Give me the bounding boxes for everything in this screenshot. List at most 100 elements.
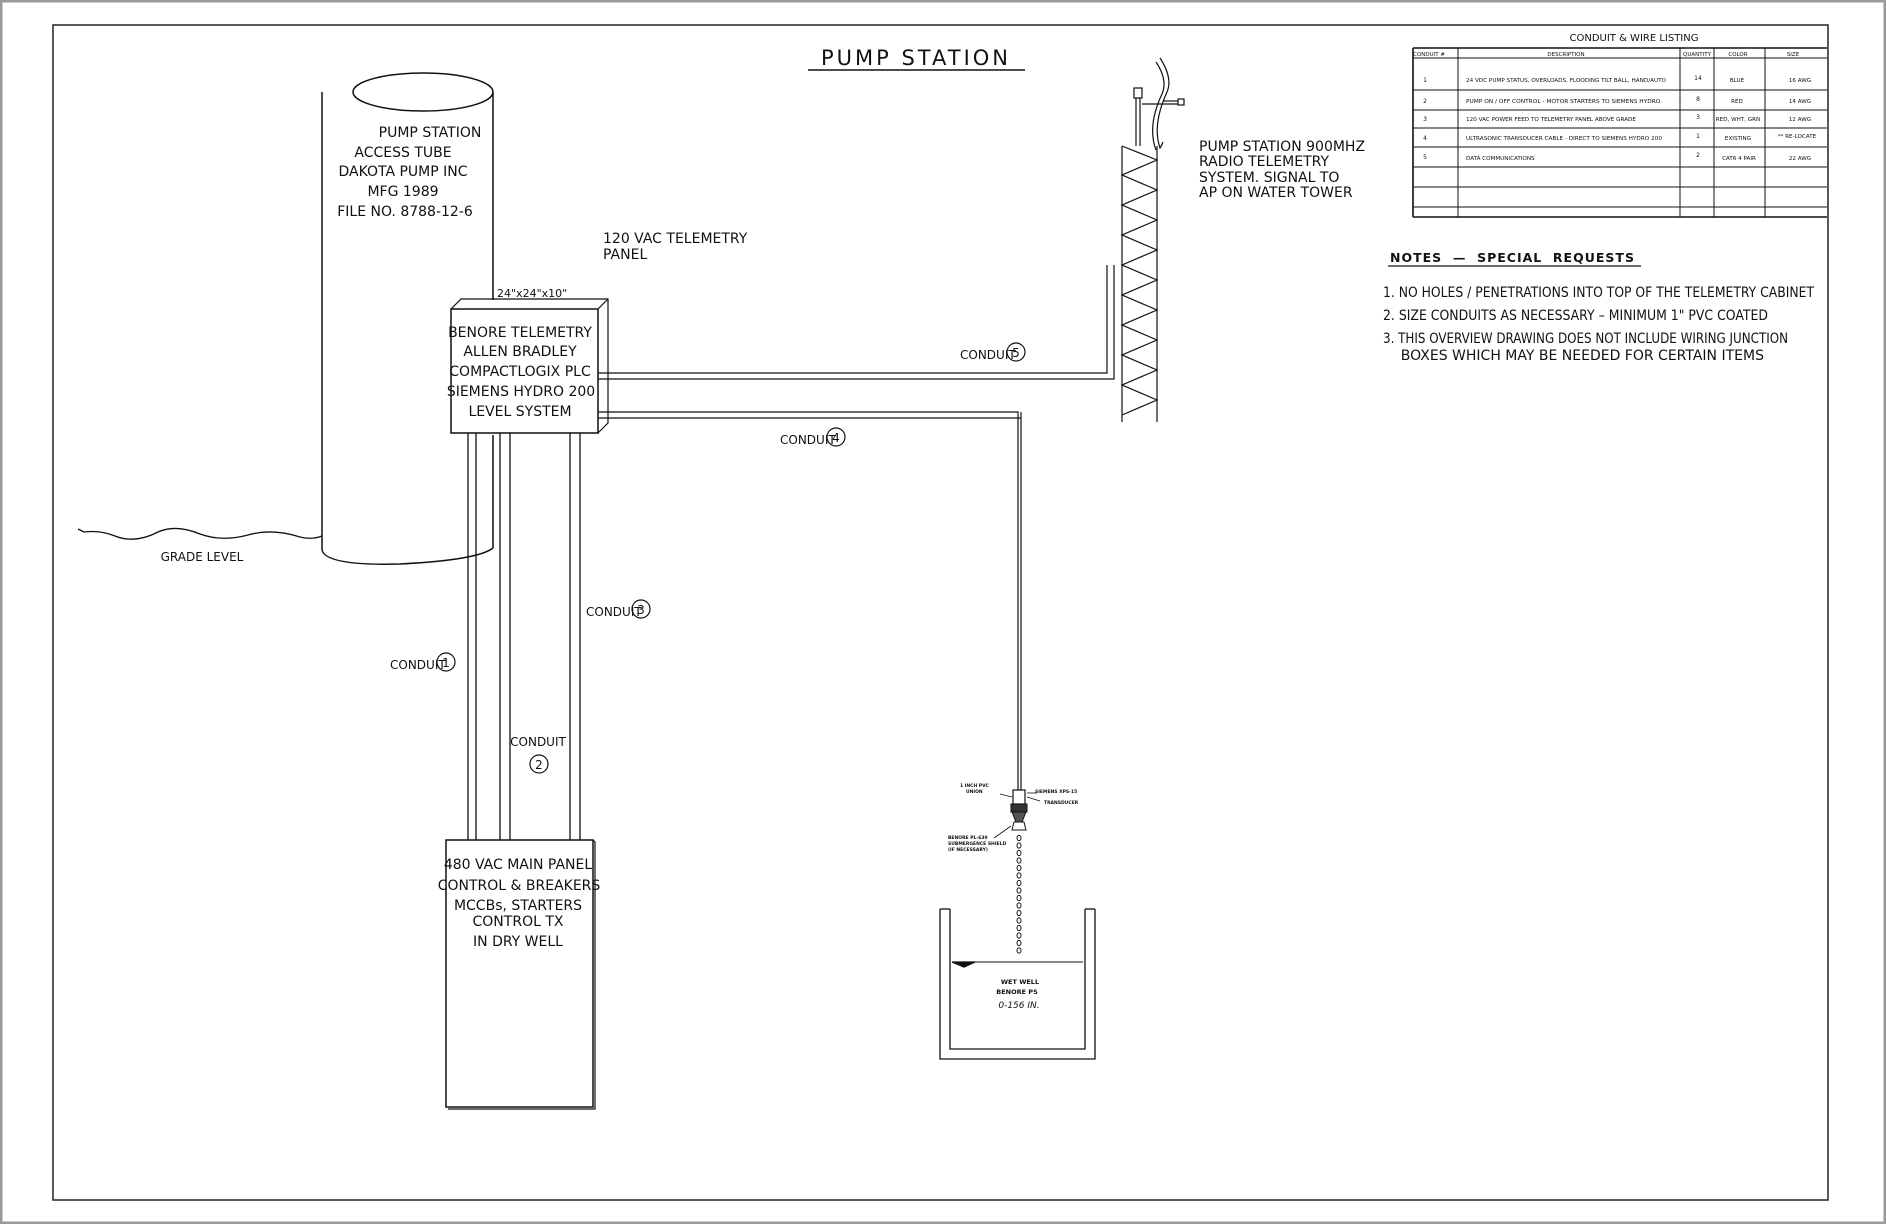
conduit-5-run [598, 265, 1115, 380]
svg-text:120 VAC POWER FEED TO TELEMETR: 120 VAC POWER FEED TO TELEMETRY PANEL AB… [1466, 117, 1636, 123]
svg-text:PUMP ON / OFF CONTROL - MOTOR: PUMP ON / OFF CONTROL - MOTOR STARTERS T… [1466, 99, 1662, 105]
svg-text:12 AWG: 12 AWG [1789, 117, 1811, 123]
svg-text:** RE-LOCATE: ** RE-LOCATE [1778, 134, 1817, 140]
svg-text:CONDUIT: CONDUIT [390, 658, 446, 672]
svg-text:22 AWG: 22 AWG [1789, 156, 1811, 162]
drawing-title: PUMP STATION [821, 46, 1011, 70]
svg-text:3: 3 [637, 603, 645, 617]
access-tube-line-1: PUMP STATION [379, 125, 482, 141]
table-header-size: SIZE [1787, 52, 1800, 58]
svg-text:BENORE PS: BENORE PS [996, 988, 1038, 996]
svg-text:5: 5 [1423, 154, 1427, 161]
main-panel-line-4: CONTROL TX [473, 914, 564, 930]
echo-dot [1016, 849, 1022, 857]
echo-dot [1016, 894, 1022, 902]
svg-text:14: 14 [1694, 75, 1702, 82]
telemetry-panel-line-4: SIEMENS HYDRO 200 [447, 384, 595, 400]
svg-text:3: 3 [1696, 114, 1700, 121]
svg-text:RED, WHT, GRN: RED, WHT, GRN [1716, 117, 1760, 123]
table-header-conduit: CONDUIT # [1413, 52, 1445, 58]
telemetry-panel-line-3: COMPACTLOGIX PLC [449, 364, 591, 380]
svg-text:4: 4 [1423, 135, 1427, 142]
echo-dot [1016, 947, 1022, 954]
access-tube-line-2: ACCESS TUBE [354, 145, 451, 161]
telemetry-panel-line-1: BENORE TELEMETRY [448, 325, 592, 341]
svg-text:1: 1 [1696, 133, 1700, 140]
table-row: 5 DATA COMMUNICATIONS 2 CAT6 4 PAIR 22 A… [1423, 152, 1811, 162]
conduit-wire-table: CONDUIT & WIRE LISTING CONDUIT # DESCRIP… [1412, 33, 1827, 218]
radio-telemetry-note: PUMP STATION 900MHZ RADIO TELEMETRY SYST… [1199, 139, 1365, 201]
svg-text:DATA COMMUNICATIONS: DATA COMMUNICATIONS [1466, 156, 1535, 162]
svg-text:CONDUIT: CONDUIT [960, 348, 1016, 362]
svg-text:WET WELL: WET WELL [1001, 978, 1039, 986]
svg-text:RED: RED [1731, 99, 1743, 105]
svg-text:2: 2 [1696, 152, 1700, 159]
echo-dot [1016, 909, 1022, 917]
notes-heading: NOTES — SPECIAL REQUESTS [1390, 250, 1635, 265]
shield-label-3: (IF NECESSARY) [948, 847, 988, 853]
access-tube-line-5: FILE NO. 8788-12-6 [337, 204, 473, 220]
svg-text:1: 1 [1423, 77, 1427, 84]
table-row: 4 ULTRASONIC TRANSDUCER CABLE - DIRECT T… [1423, 133, 1817, 142]
conduit-4-label: CONDUIT 4 [780, 427, 846, 447]
table-row: 2 PUMP ON / OFF CONTROL - MOTOR STARTERS… [1423, 96, 1811, 105]
wet-well [939, 908, 1096, 1060]
table-title: CONDUIT & WIRE LISTING [1569, 33, 1698, 44]
main-panel: 480 VAC MAIN PANEL CONTROL & BREAKERS MC… [438, 839, 601, 1110]
transducer-labels: 1 INCH PVC UNION SIEMENS XPS-15 TRANSDUC… [948, 783, 1079, 853]
svg-text:BLUE: BLUE [1730, 78, 1745, 84]
access-tube-line-4: MFG 1989 [367, 184, 438, 200]
table-header-quantity: QUANTITY [1683, 52, 1712, 58]
shield-label-1: BENORE PL-639 [948, 835, 988, 841]
table-row: 1 24 VDC PUMP STATUS, OVERLOADS, FLOODIN… [1423, 75, 1811, 84]
telemetry-caption-line-2: PANEL [603, 247, 647, 263]
telemetry-caption-line-1: 120 VAC TELEMETRY [603, 231, 748, 247]
svg-text:3: 3 [1423, 116, 1427, 123]
svg-text:SYSTEM. SIGNAL TO: SYSTEM. SIGNAL TO [1199, 170, 1339, 186]
union-label-1: 1 INCH PVC [960, 783, 990, 789]
svg-text:CONDUIT: CONDUIT [510, 735, 566, 749]
conduit-3-label: CONDUIT 3 [586, 599, 651, 619]
radio-tower [1120, 57, 1185, 422]
svg-text:16 AWG: 16 AWG [1789, 78, 1811, 84]
conduit-4-run [598, 411, 1022, 790]
table-header-color: COLOR [1728, 52, 1747, 58]
svg-text:4: 4 [832, 431, 840, 445]
svg-text:2: 2 [535, 758, 543, 772]
telemetry-panel-dimensions: 24"x24"x10" [497, 287, 567, 300]
svg-text:CONDUIT: CONDUIT [586, 605, 642, 619]
echo-dot [1016, 902, 1022, 909]
notes-special-requests: NOTES — SPECIAL REQUESTS 1. NO HOLES / P… [1383, 250, 1814, 364]
wet-well-labels: WET WELL BENORE PS 0-156 IN. [996, 978, 1039, 1011]
echo-dot [1016, 879, 1022, 887]
main-panel-line-2: CONTROL & BREAKERS [438, 878, 601, 894]
svg-text:1: 1 [442, 656, 450, 670]
echo-dot [1016, 924, 1022, 932]
svg-text:14 AWG: 14 AWG [1789, 99, 1811, 105]
table-header-description: DESCRIPTION [1547, 52, 1584, 58]
note-1: 1. NO HOLES / PENETRATIONS INTO TOP OF T… [1383, 285, 1814, 301]
telemetry-panel-line-5: LEVEL SYSTEM [468, 404, 571, 420]
note-3-line-2: BOXES WHICH MAY BE NEEDED FOR CERTAIN IT… [1383, 348, 1764, 364]
echo-dot [1016, 872, 1022, 879]
svg-text:PUMP STATION 900MHZ: PUMP STATION 900MHZ [1199, 139, 1365, 155]
grade-level-label: GRADE LEVEL [161, 550, 244, 564]
echo-dot [1016, 834, 1022, 842]
note-3-line-1: 3. THIS OVERVIEW DRAWING DOES NOT INCLUD… [1383, 331, 1788, 347]
svg-text:RADIO TELEMETRY: RADIO TELEMETRY [1199, 154, 1329, 170]
vertical-conduits [467, 433, 581, 840]
grade-level-line [77, 527, 323, 540]
echo-dot [1016, 932, 1022, 939]
svg-text:2: 2 [1423, 98, 1427, 105]
echo-dot [1016, 887, 1022, 894]
ultrasonic-echo-dots [1016, 834, 1022, 954]
echo-dot [1016, 864, 1022, 872]
svg-text:24 VDC PUMP STATUS, OVERLOADS,: 24 VDC PUMP STATUS, OVERLOADS, FLOODING … [1466, 78, 1667, 84]
transducer-assembly [993, 789, 1041, 839]
access-tube: PUMP STATION ACCESS TUBE DAKOTA PUMP INC… [321, 72, 494, 565]
note-2: 2. SIZE CONDUITS AS NECESSARY – MINIMUM … [1383, 308, 1768, 324]
table-row: 3 120 VAC POWER FEED TO TELEMETRY PANEL … [1423, 114, 1811, 123]
siemens-label-2: TRANSDUCER [1044, 800, 1079, 806]
svg-text:AP ON WATER TOWER: AP ON WATER TOWER [1199, 185, 1353, 201]
